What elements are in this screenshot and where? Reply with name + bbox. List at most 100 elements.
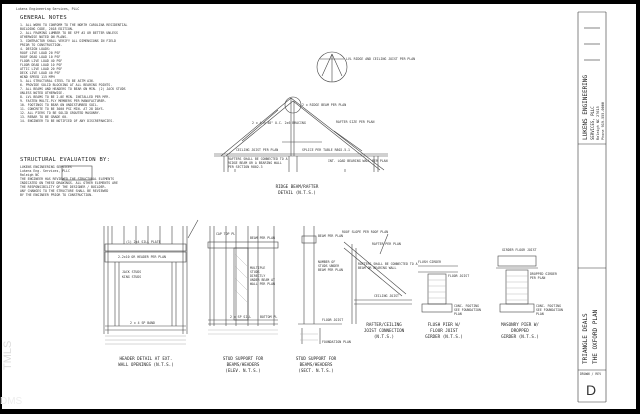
masonry-pier-hatch (506, 275, 528, 301)
note-line: INDICATED ON THESE DRAWINGS. ALL OTHER E… (20, 181, 118, 185)
splice-label: SPLICE PER TABLE R802.5.1 (302, 148, 350, 152)
section-found-label: FOUNDATION PLAN (322, 340, 351, 344)
drawing-sheet: Lukens Engineering Services, PLLC GENERA… (2, 4, 636, 409)
stud-hatch (208, 253, 278, 335)
section-stud-note: NUMBER OF STUDS UNDER BEAM PER PLAN (318, 260, 343, 272)
flush-joist-label: FLOOR JOIST (448, 274, 470, 278)
stud-section-detail (298, 226, 342, 344)
rafter-joist-label: CEILING JOIST (374, 294, 399, 298)
bearing-wall-label: INT. LOAD BEARING WALL PER PLAN (328, 159, 388, 163)
note-line: UNLESS NOTED OTHERWISE. (20, 91, 65, 95)
sheet-id: D (586, 382, 597, 398)
note-line: 14. ENGINEER TO BE NOTIFIED OF ANY DISCR… (20, 119, 115, 123)
flush-pier-hatch (428, 279, 446, 299)
note-line: LUKENS ENGINEERING SERVICES (20, 165, 72, 169)
brace-label: 2 x 4 @ 48" O.C. 2x6 BRACING (252, 121, 306, 125)
flush-caption-3: GIRDER (N.T.S.) (425, 334, 463, 339)
note-line: 13. REBAR TO BE GRADE 60. (20, 115, 68, 119)
drawn-label: DRAWN / REV (580, 372, 602, 376)
note-line: Lukens Eng. Services, PLLC (20, 169, 70, 173)
ridge-caption-1: RIDGE BEAM/RAFTER (275, 184, 319, 189)
flush-caption-1: FLUSH PIER W/ (427, 322, 461, 327)
general-notes-title: GENERAL NOTES (20, 15, 67, 21)
header-note: Lukens Engineering Services, PLLC (16, 7, 80, 11)
stud-bottom-label: BOTTOM PL (260, 315, 278, 319)
note-line: OTHERWISE NOTED ON PLANS. (20, 35, 68, 39)
note-line: 5. ALL STRUCTURAL STEEL TO BE ASTM A36. (20, 79, 95, 83)
rafter-conn-label: RAFTER PER PLAN (372, 242, 401, 246)
masonry-girder-label: GIRDER FLOOR JOIST (502, 248, 537, 252)
note-line: 6. PROVIDE SOLID BLOCKING AT ALL BEARING… (20, 83, 113, 87)
jack-studs-label: JACK STUDS (122, 270, 142, 274)
stud-elev-caption-2: BEAMS/HEADERS (226, 362, 260, 367)
stud-elevation-detail (207, 226, 279, 326)
note-line: THE RESPONSIBILITY OF THE DESIGNER / BUI… (20, 185, 107, 189)
header-wall-detail (103, 219, 199, 334)
seal-box (61, 165, 93, 181)
note-line: 9. FASTEN MULTI-PLY MEMBERS PER MANUFACT… (20, 99, 107, 103)
rafter-conn-note: RAFTERS SHALL BE CONNECTED TO A BEAM OR … (358, 262, 418, 270)
stud-sill-label: 2 x SP SILL (230, 315, 252, 319)
masonry-caption-3: GIRDER (N.T.S.) (501, 334, 539, 339)
note-line: PRIOR TO CONSTRUCTION. (20, 43, 63, 47)
flush-footing-label: CONC. FOOTING SEE FOUNDATION PLAN (454, 304, 481, 316)
stud-elev-caption-1: STUD SUPPORT FOR (222, 356, 264, 361)
detail-linework (61, 11, 607, 403)
header-top-label: (1) 2x4 SILL PLATE (126, 240, 161, 244)
rafter-size-label: RAFTER SIZE PER PLAN (336, 120, 375, 124)
stud-beam-label: BEAM PER PLAN (250, 236, 275, 240)
flush-caption-2: FLOOR JOIST (430, 328, 458, 333)
rafter-caption-2: JOIST CONNECTION (363, 328, 405, 333)
masonry-caption-2: DROPPED (511, 328, 529, 333)
note-line: 1. ALL WORK TO CONFORM TO THE NORTH CARO… (20, 23, 128, 27)
masonry-caption-1: MASONRY PIER W/ (501, 322, 539, 327)
note-line: DECK LIVE LOAD 40 PSF (20, 71, 61, 75)
stud-note: MULTIPLE STUDS DIRECTLY UNDER BEAM AT WA… (250, 266, 275, 286)
king-studs-label: KING STUDS (122, 275, 142, 279)
structural-eval-title: STRUCTURAL EVALUATION BY: (20, 157, 111, 163)
masonry-dropped-label: DROPPED GIRDER PER PLAN (530, 272, 557, 280)
note-line: 2. ALL FRAMING LUMBER TO BE SPF #2 OR BE… (20, 31, 118, 35)
note-line: ROOF DEAD LOAD 10 PSF (20, 55, 61, 59)
plate-label: 2 x 4 SP BAND (130, 321, 155, 325)
header-caption-1: HEADER DETAIL AT EXT. (119, 356, 173, 361)
flush-girder-label: FLUSH GIRDER (418, 260, 442, 264)
stud-sect-caption-1: STUD SUPPORT FOR (295, 356, 337, 361)
corner-label: DMS (0, 396, 23, 407)
note-line: ANY CHANGES TO THE STRUCTURE SHALL BE RE… (20, 189, 109, 193)
note-line: BUILDING CODE, 2018 EDITION. (20, 27, 74, 31)
note-line: WIND SPEED 115 MPH (20, 75, 55, 79)
section-floor-label: FLOOR JOIST (322, 318, 344, 322)
ceiling-joist-label: CEILING JOIST PER PLAN (236, 148, 279, 152)
rafter-connection-detail (343, 233, 412, 324)
ridge-note-3: PER SECTION R802.3 (228, 165, 263, 169)
ridge-caption-2: DETAIL (N.T.S.) (278, 190, 316, 195)
note-line: ROOF LIVE LOAD 20 PSF (20, 51, 61, 55)
ridge-note-2: RIDGE BEAM OR A BEARING WALL (228, 161, 282, 165)
ridge-callout: LVL RIDGE AND CEILING JOIST PER PLAN (346, 57, 416, 61)
note-line: BY THE ENGINEER PRIOR TO CONSTRUCTION. (20, 193, 93, 197)
note-line: 10. FOOTINGS TO BEAR ON UNDISTURBED SOIL… (20, 103, 99, 107)
ridge-detail (214, 51, 388, 172)
ridge-beam-label: 2 x RIDGE BEAM PER PLAN (302, 103, 347, 107)
project-sub: THE OXFORD PLAN (592, 309, 599, 364)
general-notes-list: 1. ALL WORK TO CONFORM TO THE NORTH CARO… (20, 23, 127, 123)
note-line: 12. ALL PIERS TO BE SOLID GROUTED MASONR… (20, 111, 101, 115)
firm-name: LUKENS ENGINEERING (582, 74, 589, 140)
rafter-caption-3: (N.T.S.) (373, 334, 395, 339)
note-line: ATTIC LIVE LOAD 20 PSF (20, 67, 63, 71)
note-line: THE ENGINEER HAS REVIEWED THE STRUCTURAL… (20, 177, 115, 181)
firm-sub: SERVICES, PLLC (590, 106, 595, 140)
header-beam-label: 2-2x10 OR HEADER PER PLAN (118, 255, 166, 259)
stud-section-hatch (300, 333, 318, 341)
section-beam-label: BEAM PER PLAN (318, 234, 343, 238)
note-line: 11. CONCRETE TO BE 3000 PSI MIN. AT 28 D… (20, 107, 105, 111)
ridge-note-1: RAFTERS SHALL BE CONNECTED TO A (228, 157, 288, 161)
header-caption-2: WALL OPENINGS (N.T.S.) (118, 362, 174, 367)
firm-address: Raleigh NC 27615 (596, 106, 600, 140)
note-line: 4. DESIGN LOADS: (20, 47, 51, 51)
stud-sect-caption-2: BEAMS/HEADERS (299, 362, 333, 367)
stud-cap-label: CAP TOP PL (216, 232, 236, 236)
note-line: FLOOR DEAD LOAD 10 PSF (20, 63, 63, 67)
